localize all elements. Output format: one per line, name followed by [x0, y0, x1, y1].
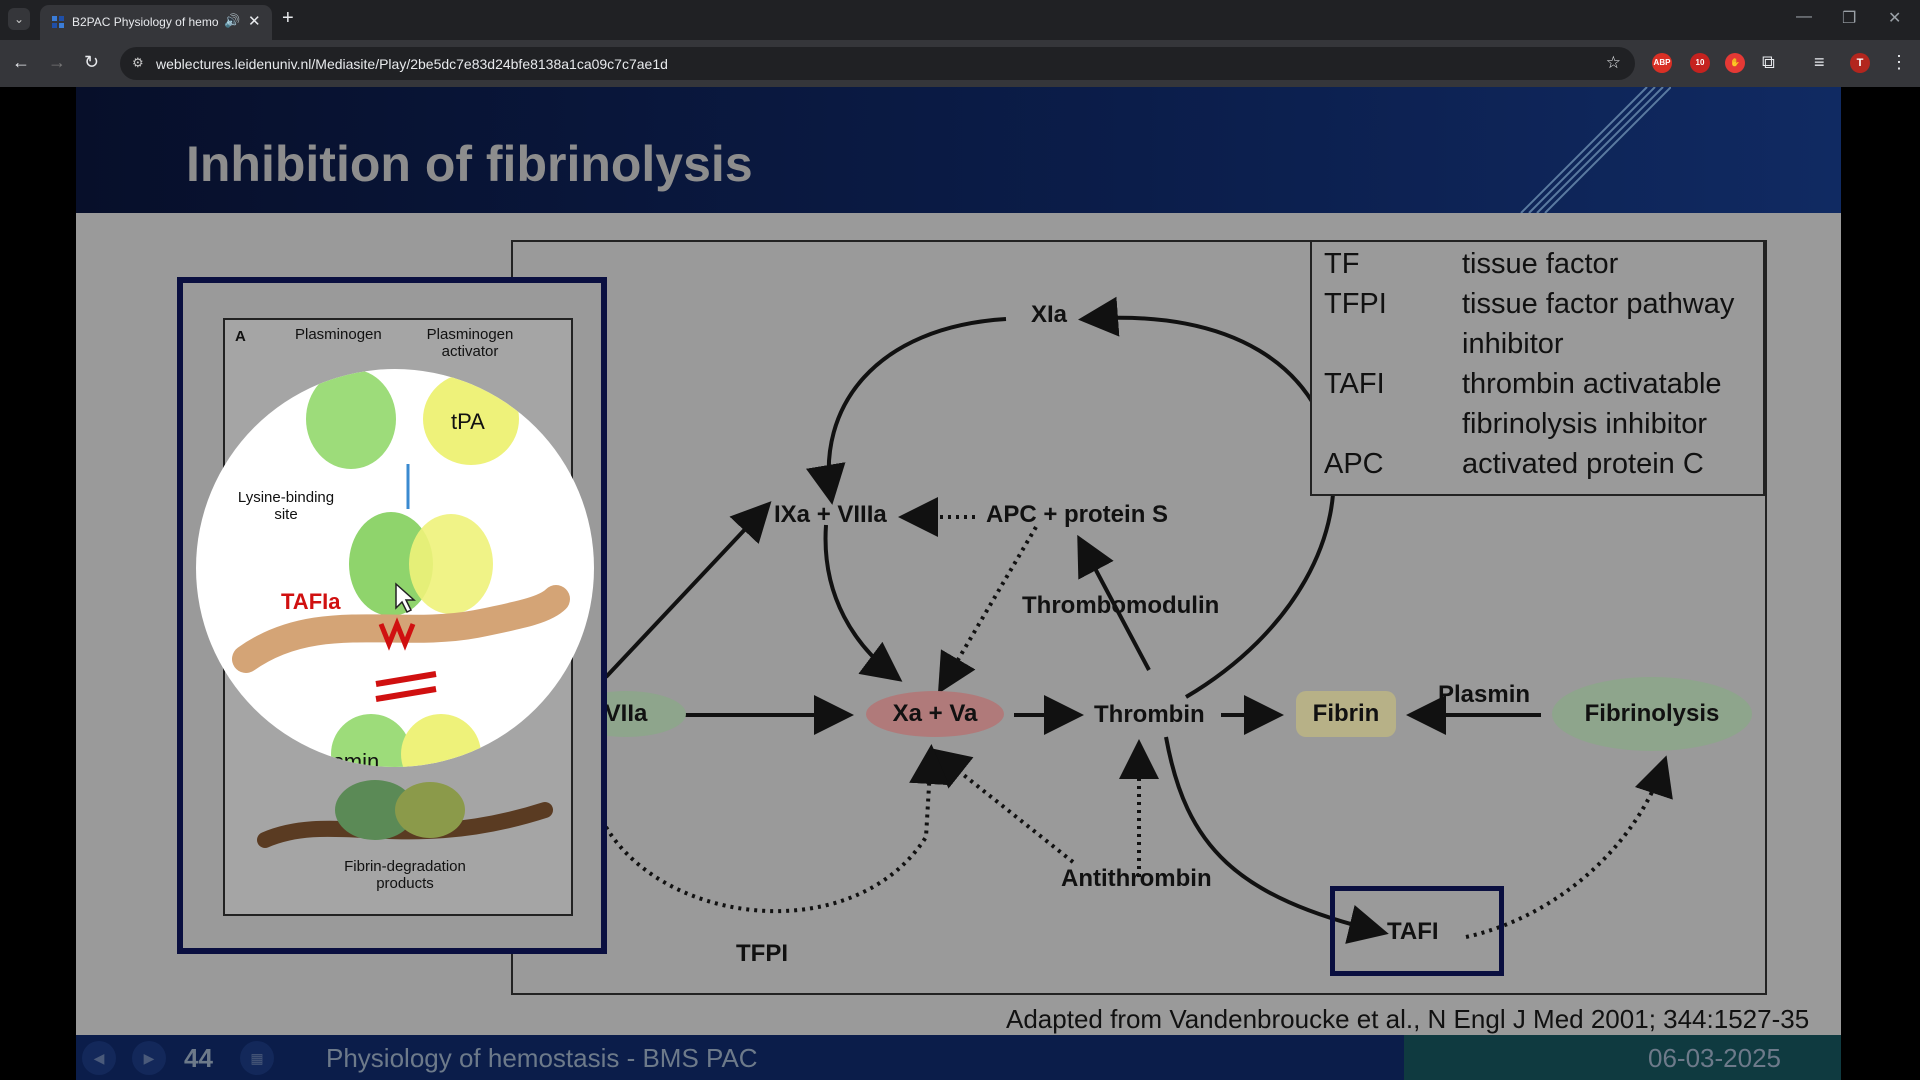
- forward-icon[interactable]: →: [48, 52, 66, 72]
- legend-abbr: TAFI: [1324, 368, 1385, 400]
- minimize-icon[interactable]: —: [1796, 8, 1812, 25]
- legend-abbr: APC: [1324, 448, 1384, 480]
- slide: Inhibition of fibrinolysis: [76, 87, 1841, 1080]
- url-text[interactable]: weblectures.leidenuniv.nl/Mediasite/Play…: [156, 56, 668, 72]
- legend-abbr: TF: [1324, 248, 1360, 280]
- close-tab-icon[interactable]: ✕: [248, 13, 261, 30]
- previous-slide-icon[interactable]: ◀: [82, 1041, 116, 1075]
- magnifier-lens: tPA Lysine-binding site TAFIa Fibrin Pla…: [196, 369, 594, 767]
- fibrin-label: Fibrin: [234, 721, 272, 738]
- extension-badge-icon[interactable]: 10: [1690, 53, 1710, 73]
- browser-tabstrip: ⌄ B2PAC Physiology of hemo 🔊 ✕ + — ❐ ✕: [0, 0, 1920, 40]
- presentation-title: Physiology of hemostasis - BMS PAC: [326, 1043, 758, 1073]
- legend-row: TAFI thrombin activatable fibrinolysis i…: [1324, 368, 1754, 448]
- browser-tab[interactable]: B2PAC Physiology of hemo 🔊 ✕: [40, 5, 272, 40]
- node-tfpi: TFPI: [736, 940, 788, 967]
- mediasite-favicon-icon: [52, 16, 64, 28]
- tafi-highlight-box: [1330, 886, 1504, 976]
- node-fibrin: Fibrin: [1296, 691, 1396, 737]
- legend-row: TFPI tissue factor pathway inhibitor: [1324, 288, 1754, 368]
- reload-icon[interactable]: ↻: [84, 52, 100, 72]
- node-plasmin: Plasmin: [1438, 681, 1531, 708]
- plasmin-label: Plasmin: [301, 749, 380, 767]
- tab-search-icon[interactable]: ⌄: [8, 8, 30, 30]
- slide-header: Inhibition of fibrinolysis: [76, 87, 1841, 213]
- legend-def: activated protein C: [1462, 448, 1704, 480]
- legend-def: tissue factor: [1462, 248, 1619, 280]
- header-stripes-decoration: [1520, 87, 1671, 213]
- slides-grid-icon[interactable]: ▦: [240, 1041, 274, 1075]
- address-bar[interactable]: ⚙ weblectures.leidenuniv.nl/Mediasite/Pl…: [120, 47, 1635, 80]
- close-window-icon[interactable]: ✕: [1888, 10, 1902, 27]
- node-fibrinolysis: Fibrinolysis: [1552, 677, 1752, 751]
- player-control-bar: ◀ ▶ 44 ▦ Physiology of hemostasis - BMS …: [76, 1035, 1841, 1080]
- citation-caption: Adapted from Vandenbroucke et al., N Eng…: [1006, 1004, 1810, 1034]
- node-xia: XIa: [1031, 301, 1068, 328]
- restore-icon[interactable]: ❐: [1842, 10, 1857, 27]
- legend-def: inhibitor: [1462, 328, 1564, 360]
- bottombar-accent: [1404, 1035, 1841, 1080]
- panel-letter: A: [235, 328, 246, 345]
- red-extension-icon[interactable]: ✋: [1725, 53, 1745, 73]
- slide-number: 44: [184, 1043, 213, 1073]
- slide-title: Inhibition of fibrinolysis: [186, 136, 753, 192]
- node-antithrombin: Antithrombin: [1061, 865, 1212, 892]
- next-slide-icon[interactable]: ▶: [132, 1041, 166, 1075]
- legend-row: APC activated protein C: [1324, 448, 1754, 488]
- activator-label: Plasminogen activator: [426, 326, 514, 360]
- video-player: Inhibition of fibrinolysis: [0, 87, 1920, 1080]
- node-thrombin: Thrombin: [1094, 701, 1205, 728]
- node-xa-va: Xa + Va: [866, 691, 1004, 737]
- menu-kebab-icon[interactable]: ⋮: [1890, 52, 1908, 72]
- node-ixa-viiia: IXa + VIIIa: [774, 501, 887, 528]
- plasminogen-label: Plasminogen: [295, 326, 382, 343]
- back-icon[interactable]: ←: [12, 52, 30, 72]
- legend-row: TF tissue factor: [1324, 248, 1754, 288]
- magnified-figure: [232, 369, 570, 767]
- node-apc-protein-s: APC + protein S: [986, 501, 1169, 528]
- legend-def: fibrinolysis inhibitor: [1462, 408, 1707, 440]
- node-tafi: TAFI: [1387, 918, 1439, 945]
- adblock-extension-icon[interactable]: ABP: [1652, 53, 1672, 73]
- media-control-icon[interactable]: ≡: [1814, 52, 1825, 72]
- degradation-label: Fibrin-degradation products: [344, 858, 466, 892]
- legend-abbr: TFPI: [1324, 288, 1387, 320]
- new-tab-icon[interactable]: +: [282, 7, 294, 29]
- bookmark-star-icon[interactable]: ☆: [1605, 53, 1621, 72]
- site-info-icon[interactable]: ⚙: [132, 55, 144, 70]
- fibrin-strand-icon: [257, 780, 553, 848]
- abbreviation-legend: TF tissue factor TFPI tissue factor path…: [1310, 240, 1765, 496]
- profile-avatar[interactable]: T: [1850, 53, 1870, 73]
- browser-toolbar: ← → ↻ ⚙ weblectures.leidenuniv.nl/Medias…: [0, 40, 1920, 87]
- speaker-icon[interactable]: 🔊: [224, 13, 241, 28]
- presentation-date: 06-03-2025: [1648, 1043, 1781, 1073]
- node-thrombomodulin: Thrombomodulin: [1022, 592, 1220, 619]
- legend-def: tissue factor pathway: [1462, 288, 1735, 320]
- tab-title: B2PAC Physiology of hemo: [72, 15, 219, 29]
- tpa-label: tPA: [451, 409, 485, 434]
- extensions-puzzle-icon[interactable]: ⧉: [1762, 52, 1775, 72]
- lysine-site-label: Lysine-binding site: [237, 489, 335, 523]
- legend-def: thrombin activatable: [1462, 368, 1722, 400]
- tafia-label: TAFIa: [281, 589, 341, 614]
